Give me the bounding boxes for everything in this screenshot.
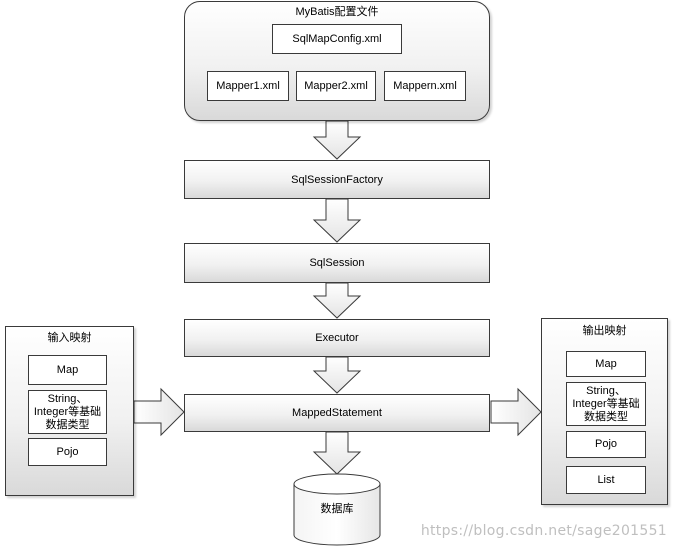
config-group bbox=[184, 1, 490, 121]
input-map-box[interactable]: Map bbox=[28, 355, 107, 385]
mapper-file-box[interactable]: Mappern.xml bbox=[384, 71, 466, 101]
output-pojo-box[interactable]: Pojo bbox=[566, 431, 646, 458]
arrow-executor-to-statement bbox=[312, 356, 362, 394]
sql-session-factory-bar[interactable]: SqlSessionFactory bbox=[184, 160, 490, 199]
config-group-title: MyBatis配置文件 bbox=[295, 6, 379, 18]
mapped-statement-bar[interactable]: MappedStatement bbox=[184, 394, 490, 432]
arrow-session-to-executor bbox=[312, 282, 362, 319]
arrow-statement-to-output bbox=[490, 387, 542, 437]
output-list-box[interactable]: List bbox=[566, 466, 646, 494]
arrow-factory-to-session bbox=[312, 198, 362, 243]
database-cylinder bbox=[293, 473, 381, 546]
database-label: 数据库 bbox=[320, 503, 354, 515]
arrow-input-to-statement bbox=[133, 387, 185, 437]
sql-session-bar[interactable]: SqlSession bbox=[184, 243, 490, 283]
executor-bar[interactable]: Executor bbox=[184, 319, 490, 357]
input-pojo-box[interactable]: Pojo bbox=[28, 438, 107, 466]
input-basic-types-box[interactable]: String、 Integer等基础 数据类型 bbox=[28, 390, 107, 434]
watermark-text: https://blog.csdn.net/sage201551 bbox=[420, 523, 667, 539]
output-mapping-title: 输出映射 bbox=[582, 325, 627, 337]
mapper-file-box[interactable]: Mapper1.xml bbox=[207, 71, 289, 101]
arrow-statement-to-database bbox=[312, 431, 362, 475]
input-mapping-title: 输入映射 bbox=[47, 332, 92, 344]
output-map-box[interactable]: Map bbox=[566, 351, 646, 377]
config-file-box[interactable]: SqlMapConfig.xml bbox=[272, 24, 402, 54]
mapper-file-box[interactable]: Mapper2.xml bbox=[296, 71, 376, 101]
output-basic-types-box[interactable]: String、 Integer等基础 数据类型 bbox=[566, 382, 646, 426]
arrow-config-to-factory bbox=[312, 120, 362, 160]
